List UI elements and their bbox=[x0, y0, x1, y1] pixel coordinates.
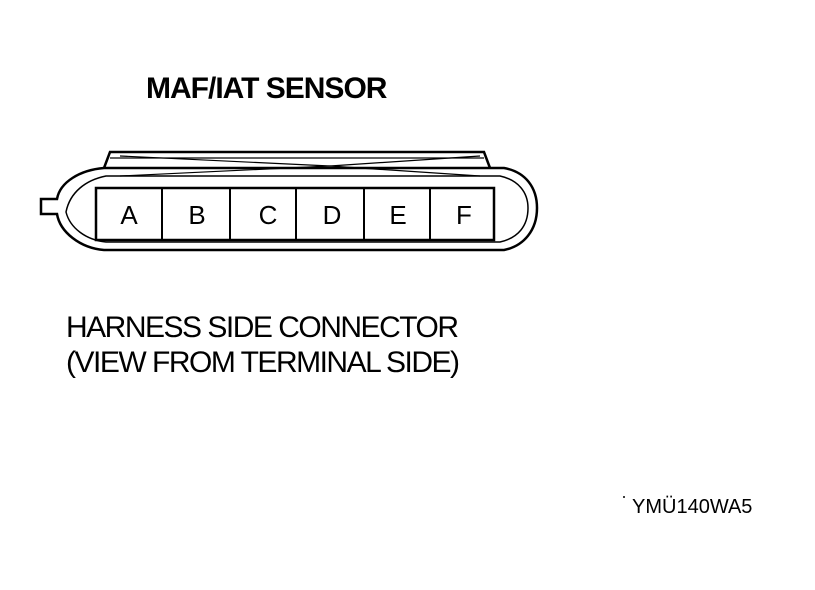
pin-cell bbox=[429, 187, 495, 241]
connector-inner-outline bbox=[65, 175, 529, 243]
diagram-title: MAF/IAT SENSOR bbox=[146, 72, 387, 105]
caption-line-1: HARNESS SIDE CONNECTOR bbox=[66, 311, 459, 344]
latch-line bbox=[119, 155, 331, 167]
latch-line bbox=[329, 165, 481, 177]
pin-label-a: A bbox=[120, 200, 138, 230]
figure-code: YMÜ140WA5 bbox=[632, 496, 753, 518]
latch-line bbox=[329, 155, 481, 167]
pin-label-c: C bbox=[259, 200, 278, 230]
terminal-cells bbox=[95, 187, 495, 241]
speck-mark bbox=[623, 496, 625, 498]
caption-line-2: (VIEW FROM TERMINAL SIDE) bbox=[66, 346, 460, 379]
pin-label-d: D bbox=[323, 200, 342, 230]
pin-labels: A B C D E F bbox=[120, 200, 472, 230]
latch-line bbox=[119, 165, 331, 177]
connector-latch bbox=[102, 150, 492, 169]
connector-housing bbox=[39, 166, 539, 252]
pin-label-f: F bbox=[456, 200, 472, 230]
pin-label-b: B bbox=[188, 200, 205, 230]
pin-label-e: E bbox=[389, 200, 406, 230]
